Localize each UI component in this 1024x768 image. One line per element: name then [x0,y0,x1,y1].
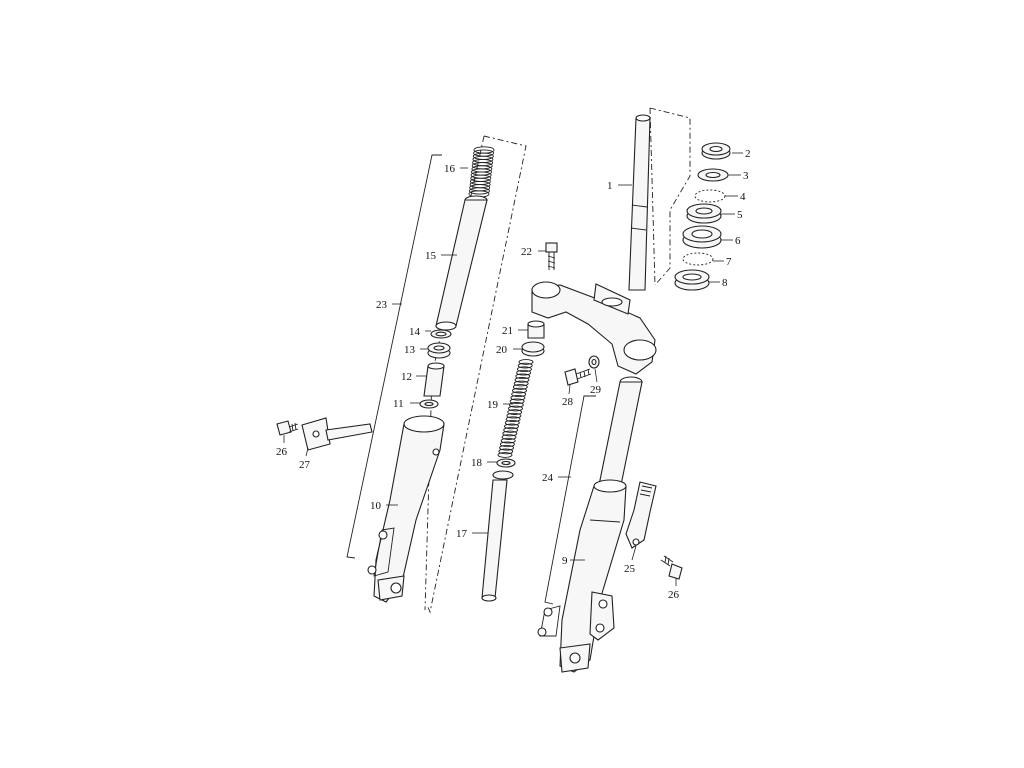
fork-inner-tube [435,195,488,331]
label-part-26-left: 26 [276,446,288,458]
label-part-22: 22 [521,246,532,258]
label-part-10: 10 [370,500,382,512]
fork-spring [468,146,495,198]
collar-bushing [527,320,545,339]
spring-coil [505,416,521,423]
bracket-bolt-left [276,420,299,436]
spring-coil [512,387,527,394]
top-ball-cup [682,225,722,249]
spring-coil [499,444,515,451]
spring-coil [504,423,519,430]
right-fork-inner-tube [597,376,643,491]
label-part-21: 21 [502,325,513,337]
label-part-11: 11 [393,398,404,410]
spring-coil [498,448,514,455]
label-part-26-right: 26 [668,589,680,601]
label-part-6: 6 [735,235,741,247]
label-part-27: 27 [299,459,311,471]
spring-coil [506,412,522,419]
right-outer-tube [537,479,627,673]
spring-coil [510,394,526,401]
top-cone-race [686,203,722,224]
axle-washer [588,355,600,369]
label-part-12: 12 [401,371,412,383]
damper-spring [497,359,534,458]
label-part-3: 3 [743,170,749,182]
spring-coil [503,427,519,433]
spring-coil [513,380,529,387]
right-inner-group-boundary-left [424,135,485,611]
clamp-bolt [545,242,558,270]
label-part-14: 14 [409,326,421,338]
spring-coil [499,441,515,448]
label-part-2: 2 [745,148,751,160]
spring-coil [516,369,532,376]
oil-seal [430,329,452,339]
spring-coil [518,359,534,365]
spring-coil [504,419,520,426]
label-part-1: 1 [607,180,613,192]
label-part-7: 7 [726,256,732,268]
spring-coil [511,391,527,398]
spring-coil [514,377,530,383]
label-part-24: 24 [542,472,554,484]
label-part-5: 5 [737,209,743,221]
label-part-13: 13 [404,344,416,356]
right-inner-group-boundary [426,135,527,614]
oil-seal-ring [521,341,545,357]
label-part-9: 9 [562,555,568,567]
spring-coil [507,409,523,415]
spring-coil [508,402,524,408]
guide-bushing [427,342,451,359]
ball-race-upper [694,189,726,203]
label-part-20: 20 [496,344,508,356]
steering-nut [701,142,731,160]
spring-coil [502,430,518,437]
steering-bearing-group-boundary [649,107,691,286]
right-fork-assembly-bracket [544,395,596,605]
spring-coil [512,384,528,390]
spring-coil [515,373,531,380]
ball-race-lower [682,252,714,266]
label-part-25: 25 [624,563,636,575]
part-number-labels: 1 2 3 4 5 6 7 8 9 10 11 12 13 14 15 16 1… [276,148,751,601]
spring-coil [500,437,516,444]
spring-coil [509,398,525,405]
label-part-17: 17 [456,528,468,540]
left-outer-tube [367,415,445,603]
spring-coil [497,452,513,458]
bottom-cone-race [674,269,710,291]
spring-coil [517,362,533,369]
spring-coil [501,434,517,440]
spring-coil [516,366,532,373]
label-part-16: 16 [444,163,456,175]
label-part-8: 8 [722,277,728,289]
label-part-15: 15 [425,250,437,262]
steering-stem [628,114,651,291]
label-part-4: 4 [740,191,746,203]
leader-lines [283,152,743,586]
cylinder-sleeve [423,362,445,397]
damper-rod [481,470,514,602]
label-part-23: 23 [376,299,388,311]
spring-coil [508,405,523,412]
fork-bottom-bridge [531,281,657,375]
left-fork-assembly-bracket [346,154,442,559]
label-part-29: 29 [590,384,602,396]
axle-bolt [564,368,592,386]
guide-bolt-right [660,555,683,580]
lock-washer [697,168,729,182]
label-part-28: 28 [562,396,574,408]
spring-seat-washer [496,458,516,468]
spring-coil [468,187,490,195]
stopper-ring [419,399,439,409]
hose-bracket [301,417,373,451]
brake-hose-guide [625,481,657,549]
label-part-19: 19 [487,399,499,411]
label-part-18: 18 [471,457,483,469]
steering-bearing-group-boundary-left [649,107,656,286]
